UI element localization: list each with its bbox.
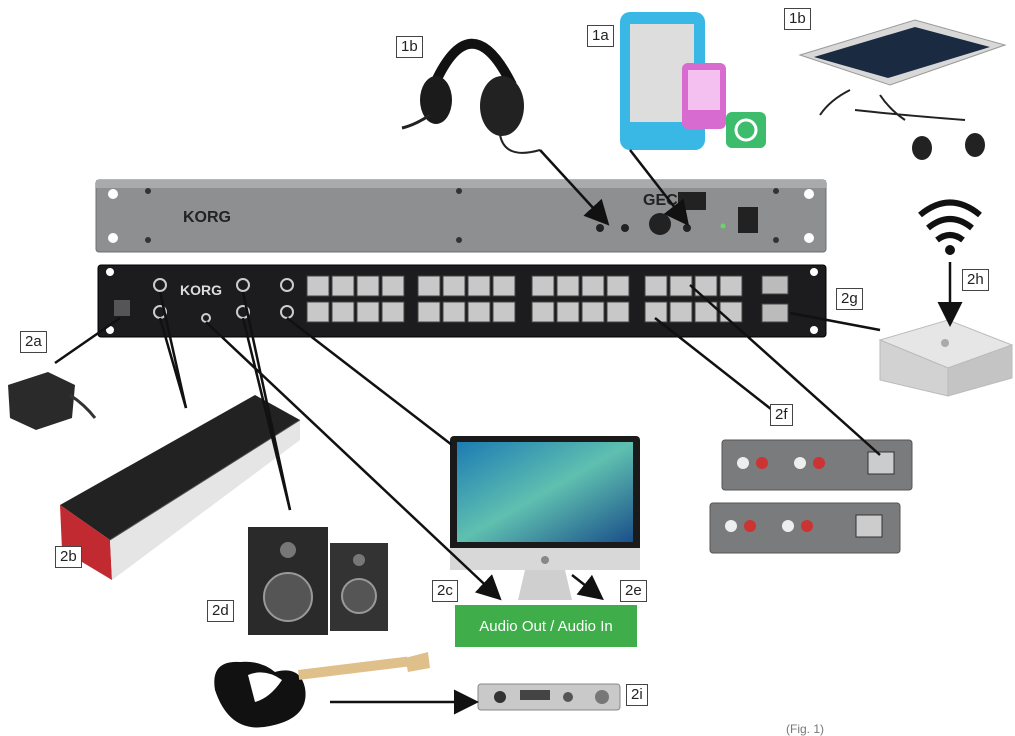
- ethernet-port: [442, 275, 466, 297]
- line-rack-to-breakout-2: [654, 317, 791, 425]
- line-ipod-to-rack: [629, 149, 690, 226]
- label-2a: 2a: [20, 331, 47, 353]
- ethernet-port: [644, 275, 668, 297]
- ethernet-port: [442, 301, 466, 323]
- speakers-icon: [248, 527, 388, 635]
- rack-back-logo: KORG: [180, 282, 222, 298]
- line-rack-to-imac: [286, 317, 453, 446]
- line-rack-to-audio-box: [205, 321, 502, 601]
- aux-jack: [683, 224, 691, 232]
- guitar-icon: [214, 652, 430, 728]
- ethernet-port: [356, 301, 380, 323]
- ethernet-port: [492, 275, 516, 297]
- line-adapter-to-rack: [54, 316, 121, 365]
- mic-jack: [621, 224, 629, 232]
- label-2e: 2e: [620, 580, 647, 602]
- label-2h: 2h: [962, 269, 989, 291]
- ethernet-port: [669, 275, 693, 297]
- ethernet-port: [381, 301, 405, 323]
- ethernet-port: [719, 275, 743, 297]
- ethernet-port: [694, 275, 718, 297]
- line-keyboard-to-rack-2: [158, 317, 188, 409]
- ethernet-port: [306, 301, 330, 323]
- status-led: [720, 223, 726, 229]
- label-2g: 2g: [836, 288, 863, 310]
- ethernet-port: [669, 301, 693, 323]
- headphone-jack: [596, 224, 604, 232]
- ethernet-port: [467, 275, 491, 297]
- ethernet-port: [556, 301, 580, 323]
- ethernet-port: [606, 301, 630, 323]
- keyboard-synth-icon: [60, 395, 301, 580]
- ethernet-port-banks: [306, 275, 743, 323]
- ethernet-port: [356, 275, 380, 297]
- ethernet-port: [694, 301, 718, 323]
- ethernet-port: [581, 275, 605, 297]
- label-1b-headset: 1b: [396, 36, 423, 58]
- uplink-port-bottom: [761, 303, 789, 323]
- ethernet-port: [606, 275, 630, 297]
- line-speakers-to-rack-2: [241, 317, 292, 511]
- mac-mini-icon: [878, 319, 1014, 397]
- ethernet-port: [306, 275, 330, 297]
- ethernet-port: [417, 301, 441, 323]
- label-2i: 2i: [626, 684, 648, 706]
- rack-front-panel: KORG GEC: [95, 179, 827, 253]
- connection-lines: [54, 149, 963, 715]
- wifi-icon: [918, 199, 982, 255]
- label-2d: 2d: [207, 600, 234, 622]
- ethernet-port: [719, 301, 743, 323]
- rack-front-logo: KORG: [183, 209, 231, 226]
- ethernet-port: [331, 301, 355, 323]
- ethernet-port: [644, 301, 668, 323]
- ethernet-port: [531, 301, 555, 323]
- ethernet-port: [381, 275, 405, 297]
- power-inlet: [114, 300, 130, 316]
- ipod-icon: [620, 12, 766, 150]
- line-imac-to-audio-box: [571, 574, 604, 601]
- power-adapter-icon: [8, 372, 97, 430]
- audio-interface-icon: [477, 683, 621, 711]
- ethernet-port: [467, 301, 491, 323]
- line-headset-to-rack: [539, 149, 610, 226]
- rack-back-panel: KORG: [97, 264, 827, 338]
- ethernet-port: [417, 275, 441, 297]
- ethernet-port: [581, 301, 605, 323]
- breakout-box-icon: [709, 439, 913, 554]
- figure-caption: (Fig. 1): [786, 722, 825, 736]
- label-2f: 2f: [770, 404, 793, 426]
- uplink-port-top: [761, 275, 789, 295]
- volume-knob: [649, 213, 671, 235]
- line-rack-to-mac-mini: [789, 311, 881, 332]
- label-2c: 2c: [432, 580, 458, 602]
- headset-icon: [401, 38, 541, 154]
- label-1a: 1a: [587, 25, 614, 47]
- label-2b: 2b: [55, 546, 82, 568]
- line-rack-to-breakout-1: [689, 284, 881, 456]
- ethernet-port: [556, 275, 580, 297]
- audio-out-in-box: Audio Out / Audio In: [455, 605, 637, 647]
- ethernet-port: [331, 275, 355, 297]
- label-1b-tablet: 1b: [784, 8, 811, 30]
- ethernet-port: [531, 275, 555, 297]
- imac-icon: [450, 436, 640, 600]
- ethernet-port: [492, 301, 516, 323]
- power-switch: [738, 207, 758, 233]
- tablet-icon: [798, 19, 1007, 160]
